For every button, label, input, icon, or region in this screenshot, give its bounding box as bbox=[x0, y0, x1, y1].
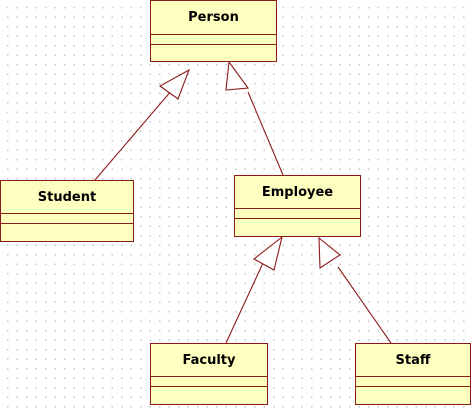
student-person-arrowhead bbox=[158, 68, 191, 100]
class-student-name: Student bbox=[1, 181, 133, 214]
class-staff-name: Staff bbox=[356, 344, 470, 377]
faculty-employee-arrowhead bbox=[253, 235, 283, 271]
staff-employee-line bbox=[337, 266, 392, 344]
employee-person-arrowhead bbox=[225, 60, 250, 91]
class-student[interactable]: Student bbox=[0, 180, 134, 242]
class-staff[interactable]: Staff bbox=[355, 343, 471, 405]
class-student-attributes bbox=[1, 214, 133, 224]
class-person[interactable]: Person bbox=[150, 0, 277, 62]
class-person-name: Person bbox=[151, 1, 276, 35]
class-employee-operations bbox=[235, 219, 360, 229]
class-employee[interactable]: Employee bbox=[234, 175, 361, 237]
class-faculty-name: Faculty bbox=[151, 344, 267, 377]
class-staff-operations bbox=[356, 387, 470, 397]
class-faculty-attributes bbox=[151, 377, 267, 387]
class-faculty[interactable]: Faculty bbox=[150, 343, 268, 405]
faculty-employee-line bbox=[225, 262, 264, 344]
class-student-operations bbox=[1, 224, 133, 234]
class-person-operations bbox=[151, 45, 276, 55]
class-employee-name: Employee bbox=[235, 176, 360, 209]
employee-person-line bbox=[247, 91, 284, 176]
staff-employee-arrowhead bbox=[318, 236, 341, 269]
class-staff-attributes bbox=[356, 377, 470, 387]
class-employee-attributes bbox=[235, 209, 360, 219]
class-faculty-operations bbox=[151, 387, 267, 397]
class-person-attributes bbox=[151, 35, 276, 45]
student-person-line bbox=[94, 89, 173, 181]
